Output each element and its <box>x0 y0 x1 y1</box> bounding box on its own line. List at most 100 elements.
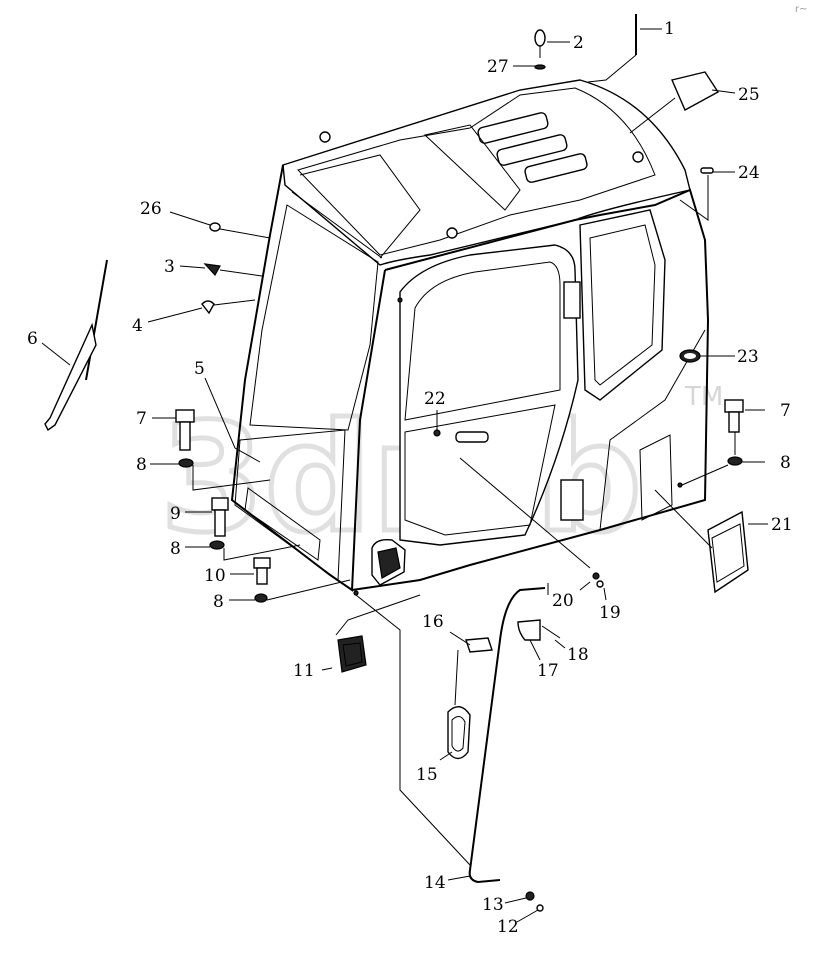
bolt-10-head <box>253 557 271 569</box>
side-panel-opening <box>639 434 673 521</box>
washer-8d <box>254 593 268 603</box>
callout-10: 10 <box>204 566 226 586</box>
bolt-7-left-shank <box>179 421 191 451</box>
callout-1: 1 <box>664 19 675 39</box>
windshield-top-rail <box>291 191 383 259</box>
loose-parts <box>44 14 749 912</box>
callout-2: 2 <box>573 33 584 53</box>
screw-18 <box>541 625 561 639</box>
pin-24 <box>700 167 714 174</box>
callout-11: 11 <box>293 661 315 681</box>
door-glass-lower <box>404 404 556 536</box>
wiper-arm <box>44 322 97 432</box>
lower-front-window <box>234 429 346 581</box>
callout-25: 25 <box>738 85 760 105</box>
skylight-glass <box>299 154 421 259</box>
watermark-tm: TM <box>684 382 723 412</box>
rear-side-window <box>579 209 666 401</box>
roof-vent-2 <box>496 134 568 166</box>
callout-9: 9 <box>170 504 181 524</box>
door-hinge-lower <box>560 479 584 521</box>
wiper-blade <box>85 259 108 381</box>
bracket-16 <box>465 637 493 653</box>
callout-8-a: 8 <box>136 455 147 475</box>
roof-hatch <box>423 124 521 211</box>
bolt-9-shank <box>214 509 226 537</box>
frame-bolt-hole-2 <box>677 482 683 488</box>
side-grommet-inner <box>684 353 696 359</box>
callout-7-left: 7 <box>136 409 147 429</box>
callout-21: 21 <box>771 515 793 535</box>
bolt-10-shank <box>256 567 268 585</box>
rear-side-glass <box>589 224 656 386</box>
bolt-7-right-shank <box>728 411 740 433</box>
washer-8c <box>209 540 225 550</box>
callout-3: 3 <box>164 257 175 277</box>
right-side-crease <box>599 329 706 531</box>
callout-24: 24 <box>738 163 760 183</box>
bolt-7-left-head <box>175 409 195 423</box>
corner-mark: r~ <box>795 4 808 15</box>
clamp-17 <box>517 619 541 641</box>
side-cover-21-inner <box>711 523 745 583</box>
washer-8b <box>727 456 743 466</box>
roof-vent-3 <box>524 153 588 183</box>
callout-22: 22 <box>424 389 446 409</box>
bolt-19 <box>596 580 604 588</box>
washer-nozzle-3 <box>203 263 221 277</box>
callout-17: 17 <box>537 661 559 681</box>
callout-8-c: 8 <box>170 539 181 559</box>
callout-8-d: 8 <box>213 592 224 612</box>
callout-5: 5 <box>194 359 205 379</box>
roof-cover-25 <box>671 71 719 111</box>
bolt-12 <box>536 904 544 912</box>
washer-27 <box>534 64 546 70</box>
handrail-14 <box>468 587 546 884</box>
roof-lifting-eye-3 <box>632 151 644 163</box>
front-windshield <box>249 204 379 431</box>
callout-4: 4 <box>132 316 143 336</box>
leader-lines <box>41 28 768 923</box>
door-hinge-upper <box>563 281 581 319</box>
bolt-7-right-head <box>724 399 744 413</box>
callout-7-right: 7 <box>780 401 791 421</box>
door-lock-dot <box>433 429 441 437</box>
callout-23: 23 <box>737 347 759 367</box>
handle-15-inner <box>451 716 466 752</box>
step-11 <box>337 635 367 673</box>
callout-6: 6 <box>27 329 38 349</box>
step-bracket-inner <box>377 547 401 579</box>
callout-8-b: 8 <box>780 453 791 473</box>
callout-27: 27 <box>487 57 509 77</box>
nut-20 <box>592 572 600 580</box>
callout-16: 16 <box>422 612 444 632</box>
cab-door <box>399 244 579 546</box>
roof-top-edge <box>297 87 656 256</box>
cab-body <box>230 79 710 596</box>
lifting-eye-bolt <box>534 29 546 47</box>
callout-20: 20 <box>552 591 574 611</box>
roof-lifting-eye-2 <box>446 227 458 239</box>
plug-26 <box>209 222 221 232</box>
door-glass-upper <box>404 261 561 421</box>
callout-13: 13 <box>482 895 504 915</box>
callout-12: 12 <box>497 917 519 937</box>
washer-8a <box>178 458 194 468</box>
callout-18: 18 <box>567 645 589 665</box>
front-pillar-frame <box>230 164 386 592</box>
callout-15: 15 <box>416 765 438 785</box>
door-handle <box>455 431 489 443</box>
callout-labels: 1 2 3 4 5 6 7 7 8 8 8 8 9 10 11 12 13 14… <box>27 19 793 937</box>
roof-lifting-eye-1 <box>319 131 331 143</box>
frame-bolt-hole-1 <box>353 590 359 596</box>
callout-26: 26 <box>140 199 162 219</box>
cab-side-frame <box>351 188 710 591</box>
step-11-inner <box>342 642 363 667</box>
callout-19: 19 <box>599 603 621 623</box>
bracket-16-rod <box>454 649 459 706</box>
clip-4 <box>201 300 215 315</box>
nut-13 <box>525 891 535 901</box>
callout-14: 14 <box>424 873 446 893</box>
